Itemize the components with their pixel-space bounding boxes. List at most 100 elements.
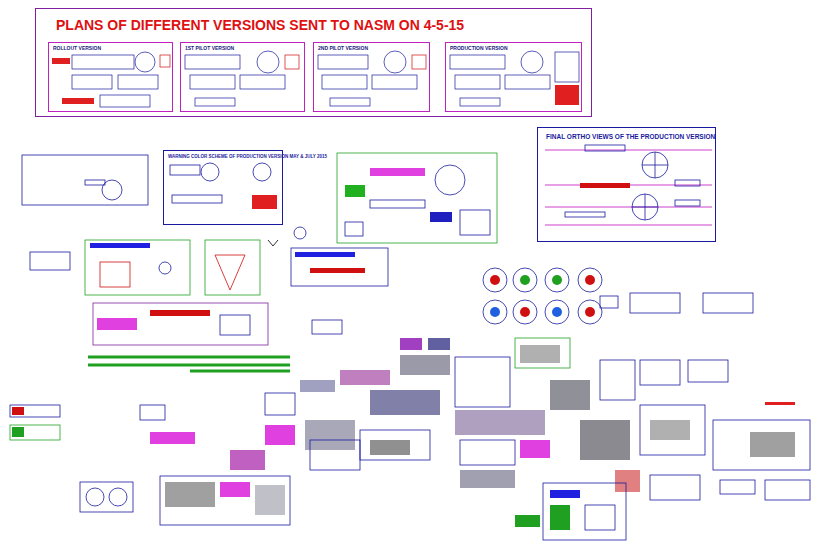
saucer-view xyxy=(253,163,271,181)
saucer-view xyxy=(521,51,543,73)
chevron-symbol xyxy=(268,240,278,246)
plan-view xyxy=(240,75,285,89)
saucer-view xyxy=(545,268,569,292)
guide-line xyxy=(545,150,712,151)
saucer-mark xyxy=(490,307,500,317)
sheet-heading: FINAL ORTHO VIEWS OF THE PRODUCTION VERS… xyxy=(546,133,707,140)
sheet-title: PLANS OF DIFFERENT VERSIONS SENT TO NASM… xyxy=(56,17,571,33)
sheet-frame xyxy=(205,240,260,295)
sheet-frame xyxy=(640,405,705,455)
detail-box xyxy=(600,296,618,308)
scheme-box: WARNING COLOR SCHEME OF PRODUCTION VERSI… xyxy=(163,150,283,225)
sheet-heading: ROLLOUT VERSION xyxy=(53,46,168,52)
sheet-frame xyxy=(312,320,342,334)
side-view xyxy=(72,55,134,69)
sheet-frame xyxy=(640,360,680,385)
saucer-view xyxy=(483,268,507,292)
sheet-frame xyxy=(460,440,515,465)
fan-diagram xyxy=(215,255,245,290)
photo-tile xyxy=(520,440,550,458)
detail-box xyxy=(460,210,490,235)
hull-front xyxy=(675,180,700,186)
title-bar xyxy=(295,252,355,257)
photo-tile xyxy=(340,370,390,385)
saucer-mark xyxy=(585,275,595,285)
detail-box xyxy=(160,55,170,67)
color-swatch xyxy=(345,185,365,197)
photo-tile xyxy=(150,432,195,444)
sheet-frame xyxy=(455,357,510,407)
saucer-view xyxy=(201,163,219,181)
sheet-frame xyxy=(703,293,753,313)
sheet-frame xyxy=(265,393,295,415)
saucer-view xyxy=(545,300,569,324)
photo-tile xyxy=(230,450,265,470)
plan-view xyxy=(372,75,417,89)
sheet-heading: 1ST PILOT VERSION xyxy=(185,46,300,52)
misc-sheets xyxy=(22,153,497,371)
plan-sheets xyxy=(52,51,579,107)
plan-view xyxy=(172,195,222,203)
detail-box xyxy=(585,505,615,530)
saucer-array xyxy=(483,268,753,324)
hull-side xyxy=(585,145,625,151)
hull-side xyxy=(370,200,425,208)
sheet-frame xyxy=(10,405,60,417)
photo-tile xyxy=(165,482,215,507)
version-box: 2ND PILOT VERSION xyxy=(313,42,430,112)
detail-box xyxy=(345,222,363,236)
frame-box: PLANS OF DIFFERENT VERSIONS SENT TO NASM… xyxy=(35,8,592,117)
photo-tile xyxy=(400,355,450,375)
ortho-views xyxy=(545,145,712,225)
side-view xyxy=(450,55,505,69)
photo-tile xyxy=(265,425,295,445)
color-swatch xyxy=(52,58,70,64)
saucer-view xyxy=(513,300,537,324)
sheet-frame xyxy=(93,303,268,345)
hull-front xyxy=(675,200,700,206)
red-bar xyxy=(765,402,795,405)
sheet-frame xyxy=(160,476,290,525)
title-bar xyxy=(90,243,150,248)
green-bar xyxy=(88,364,290,367)
plan-view xyxy=(505,75,550,89)
plan-view xyxy=(455,75,500,89)
side-view xyxy=(185,55,240,69)
sheet-frame xyxy=(688,360,728,382)
photo-cluster xyxy=(10,320,810,540)
sheet-frame xyxy=(291,248,388,286)
hull-mark xyxy=(580,183,630,188)
sheet-frame xyxy=(360,430,430,460)
color-swatch xyxy=(12,407,24,415)
saucer-line xyxy=(645,194,646,220)
plan-view xyxy=(190,75,235,89)
sheet-heading: 2ND PILOT VERSION xyxy=(318,46,425,52)
saucer-view xyxy=(513,268,537,292)
saucer-view xyxy=(135,52,155,72)
version-box: ROLLOUT VERSION xyxy=(48,42,173,112)
saucer-view xyxy=(159,262,171,274)
sheet-frame xyxy=(600,360,635,400)
hull-side xyxy=(85,180,105,185)
hull-color xyxy=(370,168,425,176)
saucer-mark xyxy=(490,275,500,285)
sheet-frame xyxy=(22,155,148,205)
photo-tile xyxy=(650,420,690,440)
detail-box xyxy=(100,95,150,107)
saucer-view xyxy=(384,51,406,73)
sheet-frame xyxy=(80,482,133,512)
photo-tile xyxy=(400,338,422,350)
saucer-view xyxy=(578,268,602,292)
photo-tile xyxy=(460,470,515,488)
hull-color xyxy=(97,318,137,330)
color-swatch xyxy=(555,85,579,105)
version-box: 1ST PILOT VERSION xyxy=(180,42,305,112)
sheet-frame xyxy=(543,483,626,540)
photo-tile xyxy=(550,505,570,530)
ortho-box: FINAL ORTHO VIEWS OF THE PRODUCTION VERS… xyxy=(537,127,716,242)
saucer-view xyxy=(435,165,465,195)
saucer-view xyxy=(578,300,602,324)
hull-mark xyxy=(150,310,210,316)
detail-box xyxy=(555,52,579,82)
